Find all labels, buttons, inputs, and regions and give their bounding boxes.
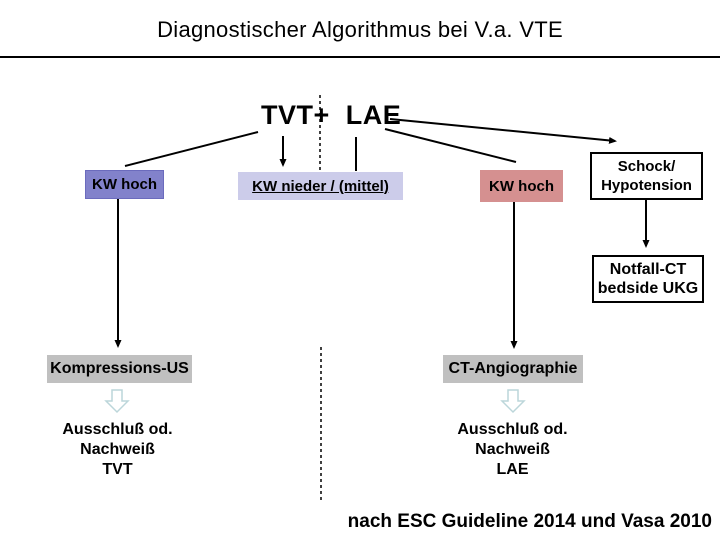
heading-tvt-lae: TVT+ LAE — [261, 100, 402, 130]
node-kw-nieder-mittel: KW nieder / (mittel) — [238, 172, 403, 200]
result-tvt-line3: TVT — [102, 461, 133, 478]
node-kw-hoch-right-label: KW hoch — [489, 177, 554, 195]
result-tvt: Ausschluß od. Nachweiß TVT — [40, 420, 195, 480]
node-kompressions-us-label: Kompressions-US — [50, 360, 189, 377]
result-lae-line3: LAE — [496, 461, 529, 478]
node-kompressions-us: Kompressions-US — [47, 355, 192, 383]
slide-title: Diagnostischer Algorithmus bei V.a. VTE — [157, 17, 563, 42]
result-lae: Ausschluß od. Nachweiß LAE — [435, 420, 590, 480]
source-citation: nach ESC Guideline 2014 und Vasa 2010 — [347, 511, 712, 532]
node-kw-nieder-mittel-label: KW nieder / (mittel) — [252, 177, 389, 195]
node-notfall-line1: Notfall-CT — [609, 261, 687, 278]
branch-to-kw-hoch-left — [124, 131, 259, 167]
result-tvt-line2: Nachweiß — [80, 441, 155, 458]
node-schock-line2: Hypotension — [601, 177, 692, 194]
node-schock-line1: Schock/ — [617, 158, 676, 175]
hollow-down-arrow-left — [104, 389, 130, 414]
hollow-down-arrow-right — [500, 389, 526, 414]
result-lae-line1: Ausschluß od. — [457, 421, 568, 438]
result-lae-line2: Nachweiß — [475, 441, 550, 458]
node-ct-angiographie-label: CT-Angiographie — [448, 360, 578, 377]
result-tvt-line1: Ausschluß od. — [62, 421, 173, 438]
node-notfall-line2: bedside UKG — [597, 280, 699, 297]
node-ct-angiographie: CT-Angiographie — [443, 355, 583, 383]
node-kw-hoch-left: KW hoch — [85, 170, 164, 199]
node-notfall-ct-ukg: Notfall-CT bedside UKG — [592, 255, 704, 303]
title-divider-line — [0, 56, 720, 58]
branch-to-schock — [389, 118, 617, 144]
branch-to-kw-hoch-right — [384, 128, 517, 163]
node-kw-hoch-right: KW hoch — [480, 170, 563, 202]
node-schock-hypotension: Schock/ Hypotension — [590, 152, 703, 200]
node-kw-hoch-left-label: KW hoch — [92, 176, 157, 193]
